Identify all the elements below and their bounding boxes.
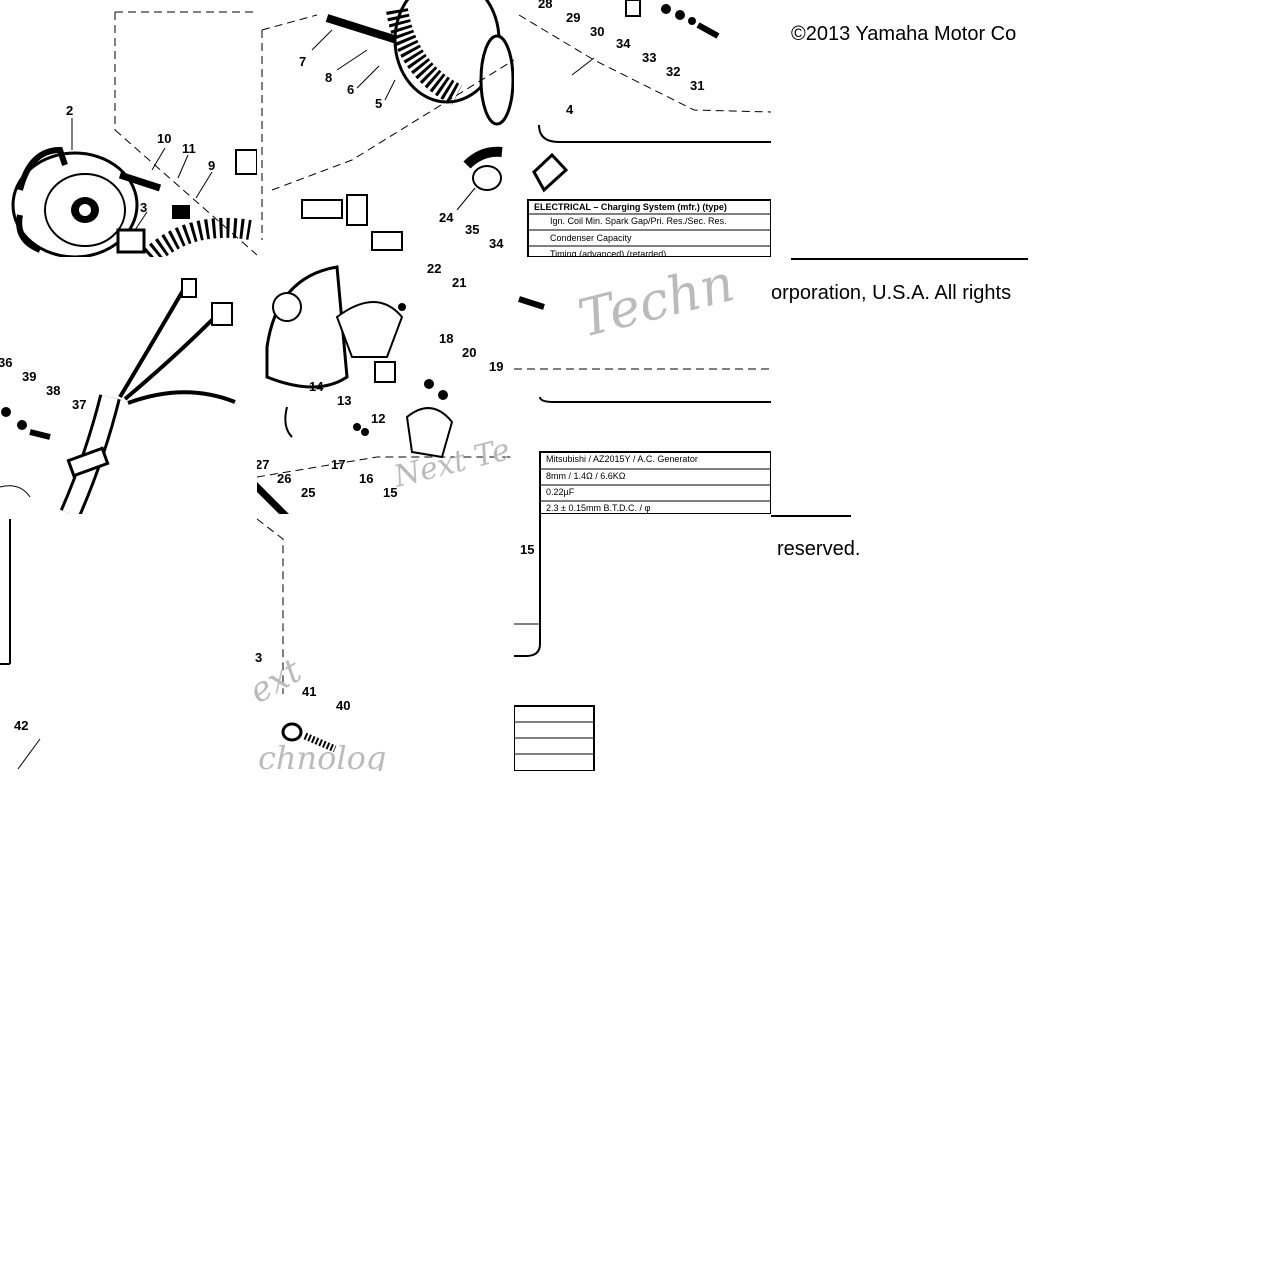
part-label: 5 <box>375 96 382 111</box>
part-label: 42 <box>14 718 28 733</box>
part-label: 24 <box>439 210 454 225</box>
watermark-text: chnolog <box>258 739 386 771</box>
part-label: 34 <box>616 36 631 51</box>
part-label: 30 <box>590 24 604 39</box>
copyright-panel: ©2013 Yamaha Motor Co <box>771 0 1028 257</box>
flywheel-drawing: 2 10 11 9 3 <box>11 11 257 257</box>
part-label: 9 <box>208 158 215 173</box>
part-label: 4 <box>566 102 574 117</box>
spec-row-label: Ign. Coil Min. Spark Gap/Pri. Res./Sec. … <box>550 216 727 226</box>
diagram-tile-flywheel: 2 10 11 9 3 <box>0 0 257 257</box>
part-label: 3 <box>140 200 147 215</box>
part-label: 19 <box>489 359 503 374</box>
part-label: 33 <box>642 50 656 65</box>
copyright-panel-2: orporation, U.S.A. All rights <box>771 257 1028 514</box>
part-label: 29 <box>566 10 580 25</box>
part-label: 6 <box>347 82 354 97</box>
part-label: 15 <box>520 542 534 557</box>
diagram-tile-baseplate: 22 21 18 20 19 14 13 12 17 16 15 43 27 2… <box>257 257 514 514</box>
part-label: 14 <box>309 379 324 394</box>
part-label: 35 <box>465 222 479 237</box>
harness-drawing: 36 39 38 37 <box>0 278 236 514</box>
copyright-line-2: orporation, U.S.A. All rights <box>771 282 1012 304</box>
spec-heading: ELECTRICAL – Charging System (mfr.) (typ… <box>534 202 727 212</box>
copyright-line-1: ©2013 Yamaha Motor Co <box>791 23 1017 45</box>
part-label: 12 <box>371 411 385 426</box>
part-label: 20 <box>462 345 476 360</box>
part-label: 2 <box>66 103 73 118</box>
diagram-tile-generator-spec: Techn Mitsubishi / AZ2015Y / A.C. Genera… <box>514 257 771 514</box>
watermark-text: ext <box>243 651 309 712</box>
part-label: 26 <box>277 471 291 486</box>
part-label: 11 <box>182 141 196 156</box>
diagram-tile-harness: 36 39 38 37 <box>0 257 257 514</box>
spec-row-value: 0.22µF <box>546 487 575 497</box>
part-label: 10 <box>157 131 171 146</box>
part-label: 41 <box>302 684 316 699</box>
diagram-tile-stator: 7 8 6 5 3 24 35 34 <box>257 0 514 257</box>
part-label: 16 <box>359 471 373 486</box>
part-label: 31 <box>690 78 704 93</box>
part-label: 18 <box>439 331 453 346</box>
spec-row-label: Timing (advanced) (retarded) <box>550 249 667 257</box>
generator-spec-drawing: Techn <box>514 257 771 514</box>
copyright-line-3: reserved. <box>777 538 861 560</box>
part-label: 21 <box>452 275 466 290</box>
lower-table-drawing: 15 <box>514 514 595 771</box>
generator-row: Mitsubishi / AZ2015Y / A.C. Generator <box>546 454 698 464</box>
part-label: 37 <box>72 397 86 412</box>
part-label: 3 <box>255 650 262 665</box>
part-label: 17 <box>724 256 738 257</box>
part-label: 32 <box>666 64 680 79</box>
spec-row-value: 2.3 ± 0.15mm B.T.D.C. / φ <box>546 503 651 513</box>
part-label: 40 <box>336 698 350 713</box>
part-label: 7 <box>299 54 306 69</box>
part-label: 39 <box>22 369 36 384</box>
part-label: 28 <box>538 0 552 11</box>
part-label: 13 <box>337 393 351 408</box>
diagram-tile-spec: 28 29 30 34 33 32 31 4 17 15 ELECTRICAL … <box>514 0 771 257</box>
part-label: 25 <box>301 485 315 500</box>
watermark-text: Next Te <box>389 432 513 495</box>
part-label: 15 <box>383 485 397 500</box>
part-label: 27 <box>257 457 269 472</box>
part-label: 8 <box>325 70 332 85</box>
stator-drawing: 7 8 6 5 3 24 35 34 <box>261 0 514 251</box>
part-label: 36 <box>0 355 12 370</box>
spec-drawing: 28 29 30 34 33 32 31 4 17 15 <box>518 0 771 257</box>
watermark-text: Techn <box>573 257 740 350</box>
part-label: 22 <box>427 261 441 276</box>
spec-row-label: Condenser Capacity <box>550 233 632 243</box>
part-label: 34 <box>489 236 504 251</box>
part-label: 38 <box>46 383 60 398</box>
copyright-panel-3: reserved. <box>771 514 1028 771</box>
diagram-tile-lower-table: 15 <box>514 514 771 771</box>
part-label: 17 <box>331 457 345 472</box>
diagram-tile-lower-left: 3 41 40 42 ext chnolog <box>0 514 514 771</box>
baseplate-drawing: 22 21 18 20 19 14 13 12 17 16 15 43 27 2… <box>257 261 514 514</box>
spec-row-value: 8mm / 1.4Ω / 6.6KΩ <box>546 471 626 481</box>
rule-lines <box>791 258 1028 260</box>
lower-left-drawing: 3 41 40 42 ext chnolog <box>0 518 386 771</box>
rule-lines-2 <box>771 515 851 517</box>
